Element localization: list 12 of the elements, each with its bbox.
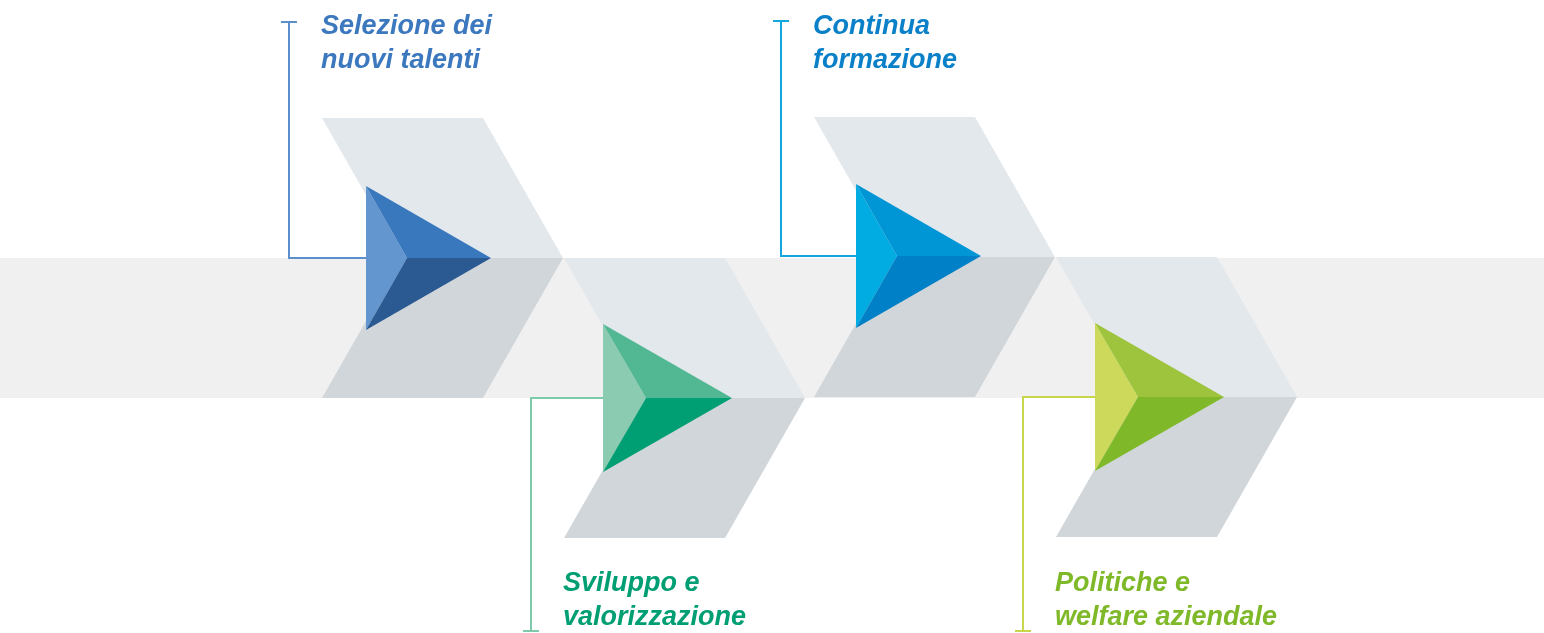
triangle-arrow-icon [856,184,981,328]
step-title: Sviluppo e valorizzazione [563,566,748,633]
triangle-arrow-icon [366,186,491,330]
step-title: Selezione dei nuovi talenti [321,9,494,76]
leader-line [772,20,857,257]
leader-line [1014,396,1096,632]
leader-line [522,397,604,632]
leader-line [280,21,367,259]
step-title: Politiche e welfare aziendale [1055,566,1279,633]
step-title: Continua formazione [813,9,959,76]
triangle-arrow-icon [1095,323,1224,471]
triangle-arrow-icon [603,324,732,472]
